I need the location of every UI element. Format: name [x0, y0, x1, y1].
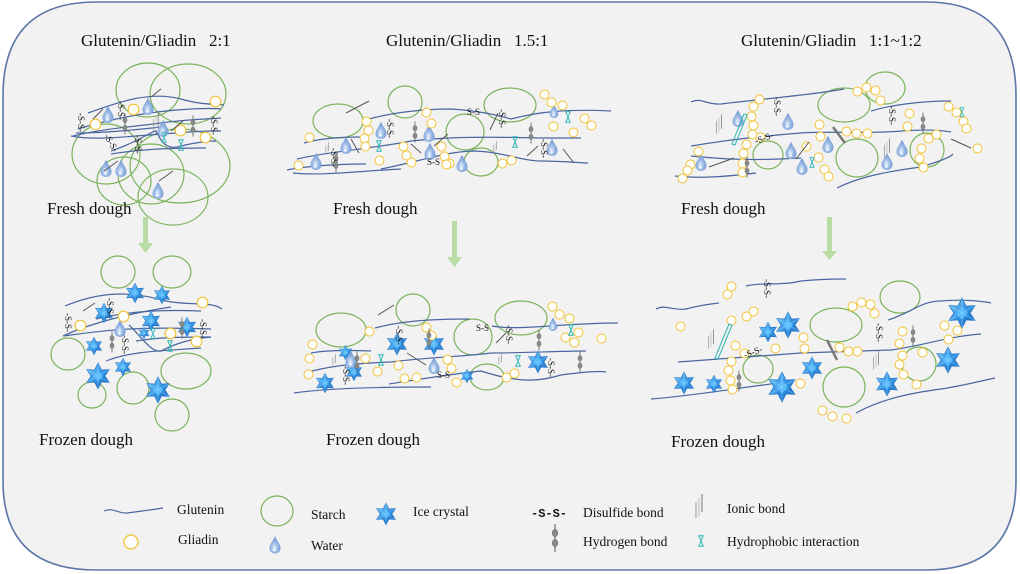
disulfide-label: -S-S- — [385, 119, 395, 138]
panel-1-1-to-1-2-frozen: -S-S- -S-S- -S-S- — [650, 278, 996, 424]
frozen-dough-label-1.5-1: Frozen dough — [326, 430, 420, 449]
legend-item-water: Water — [269, 536, 343, 554]
disulfide-label: -S-S- — [63, 313, 73, 332]
legend-item-ice-crystal: Ice crystal — [376, 502, 469, 526]
disulfide-label: S-S — [427, 157, 440, 167]
disulfide-label: S-S — [467, 107, 480, 117]
disulfide-label: -S-S- — [497, 109, 507, 128]
legend-item-ionic-bond: Ionic bond — [695, 493, 785, 519]
panel-2-1-frozen: -S-S- -S-S- -S-S- -S-S- — [50, 255, 223, 432]
legend-label-ionic-bond: Ionic bond — [727, 501, 785, 516]
disulfide-label: -S-S- — [105, 298, 115, 317]
legend-label-gliadin: Gliadin — [178, 532, 219, 547]
fresh-dough-label-1-1-to-1-2: Fresh dough — [681, 199, 766, 218]
starch-granules — [71, 62, 231, 226]
glutenin-line-icon — [103, 507, 164, 514]
disulfide-label: -S-S- — [504, 325, 514, 344]
transition-arrow-2-1 — [138, 217, 153, 253]
panel-title-1.5-1: Glutenin/Gliadin 1.5:1 — [386, 31, 548, 50]
disulfide-label: -S-S- — [874, 323, 884, 342]
legend-label-water: Water — [311, 538, 343, 553]
legend-item-starch: Starch — [260, 495, 346, 527]
fresh-dough-label-2-1: Fresh dough — [47, 199, 132, 218]
disulfide-bond-icon: -S-S- — [531, 507, 567, 521]
panel-1.5-1-fresh: -S-S- -S-S- -S-S- -S-S- S-S S-S — [286, 85, 612, 177]
disulfide-label: -S-S- — [76, 113, 86, 132]
gliadin-circle-icon — [123, 534, 139, 550]
panel-1.5-1-frozen: -S-S- -S-S- -S-S- -S-S- S-S S-S — [293, 293, 619, 394]
panel-title-2-1: Glutenin/Gliadin 2:1 — [81, 31, 231, 50]
transition-arrow-1-1-to-1-2 — [822, 217, 837, 260]
disulfide-label: -S-S- — [546, 358, 556, 377]
disulfide-label: -S-S- — [887, 106, 897, 125]
legend-label-ice-crystal: Ice crystal — [413, 504, 469, 519]
disulfide-label: -S-S- — [394, 326, 404, 345]
disulfide-label: -S-S- — [116, 101, 126, 120]
legend: Glutenin Gliadin Starch Water Ice crysta… — [103, 493, 860, 554]
frozen-dough-label-2-1: Frozen dough — [39, 430, 133, 449]
disulfide-label: S-S — [437, 370, 450, 380]
disulfide-label: -S-S- — [198, 319, 208, 338]
disulfide-label: -S-S- — [772, 97, 782, 116]
disulfide-label: -S-S- — [341, 366, 351, 385]
legend-item-hydrogen-bond: Hydrogen bond — [551, 523, 668, 553]
legend-item-hydrophobic-interaction: Hydrophobic interaction — [698, 534, 860, 549]
disulfide-label: -S-S- — [329, 148, 339, 167]
panel-title-1-1-to-1-2: Glutenin/Gliadin 1:1~1:2 — [741, 31, 922, 50]
disulfide-label: -S-S- — [762, 279, 772, 298]
starch-circle-icon — [260, 495, 294, 527]
disulfide-label: S-S — [476, 323, 489, 333]
legend-label-glutenin: Glutenin — [177, 502, 224, 517]
fresh-dough-label-1.5-1: Fresh dough — [333, 199, 418, 218]
legend-label-hydrogen-bond: Hydrogen bond — [583, 534, 668, 549]
legend-label-disulfide-bond: Disulfide bond — [583, 505, 664, 520]
disulfide-label: -S-S- — [209, 116, 219, 135]
legend-item-disulfide-bond: -S-S- Disulfide bond — [531, 505, 664, 521]
disulfide-label: -S-S- — [539, 139, 549, 158]
legend-label-starch: Starch — [311, 507, 346, 522]
frozen-dough-label-1-1-to-1-2: Frozen dough — [671, 432, 765, 451]
disulfide-label: -S-S- — [120, 335, 130, 354]
legend-item-glutenin: Glutenin — [103, 502, 224, 517]
disulfide-label: -S-S- — [133, 135, 143, 154]
legend-item-gliadin: Gliadin — [123, 532, 219, 550]
transition-arrow-1.5-1 — [447, 221, 462, 267]
legend-label-hydrophobic-interaction: Hydrophobic interaction — [727, 534, 860, 549]
